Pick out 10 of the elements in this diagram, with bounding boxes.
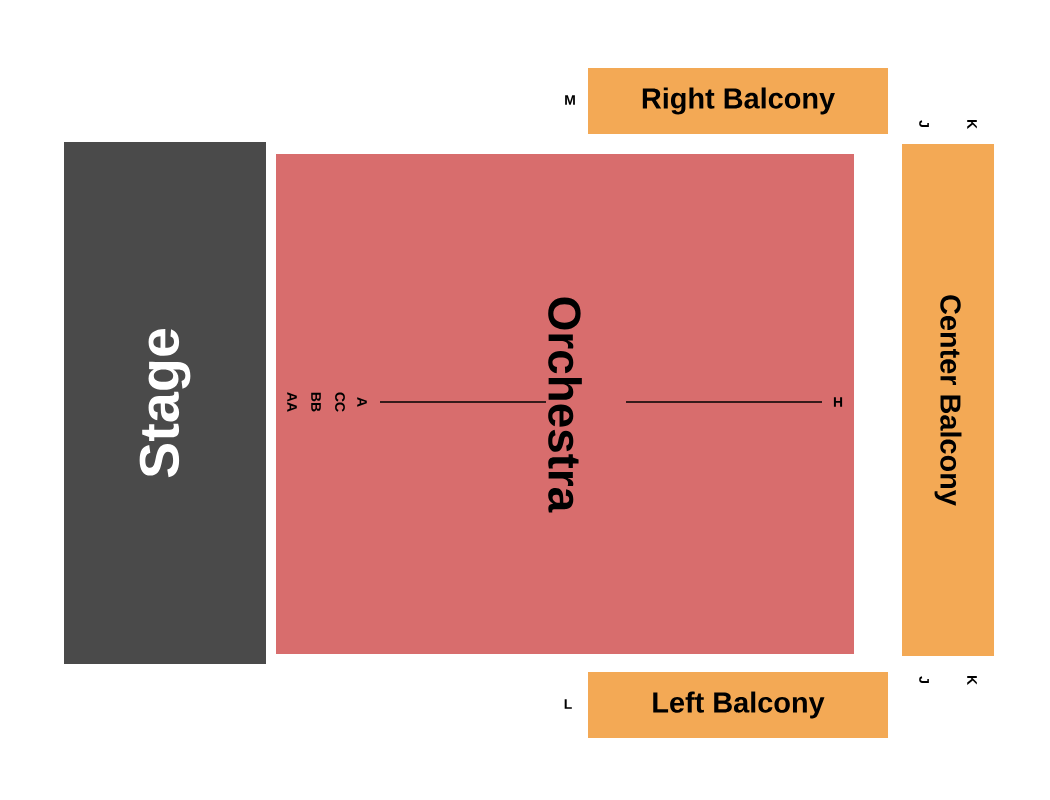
seating-section — [588, 68, 888, 134]
stage-block — [64, 142, 266, 664]
section-label: Stage — [139, 328, 191, 478]
section-label: Center Balcony — [934, 295, 962, 506]
seating-section — [588, 672, 888, 738]
seating-section — [902, 144, 994, 656]
section-label: Orchestra — [548, 297, 582, 513]
section-label: Right Balcony — [642, 87, 835, 115]
section-label: Left Balcony — [653, 691, 825, 719]
seating-section — [276, 154, 854, 654]
